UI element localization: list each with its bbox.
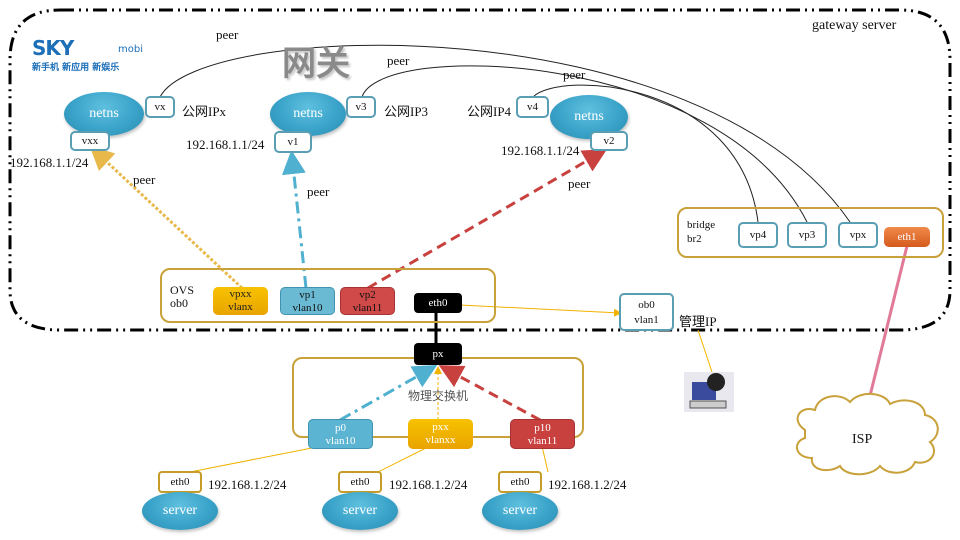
bridge-label-line2: br2 (687, 233, 702, 245)
mgmt-port-vlan: vlan1 (634, 314, 659, 326)
netns-2-public-ip: 公网IP3 (384, 104, 429, 119)
server-2[interactable]: server (322, 492, 398, 530)
peer-label: peer (307, 184, 330, 199)
link-p10-px (438, 365, 541, 422)
gateway-server-border (8, 8, 952, 332)
port-name: p0 (335, 422, 346, 434)
page-title: 网关 (282, 44, 350, 84)
netns-1-port-in[interactable]: vxx (70, 131, 110, 151)
bridge-br2 (677, 207, 944, 258)
server-1-nic[interactable]: eth0 (158, 471, 202, 493)
link-eth1-isp (864, 245, 909, 413)
port-vlan: vlanx (228, 301, 253, 313)
netns-3-port-out[interactable]: v4 (516, 96, 549, 118)
bridge-label-line1: bridge (687, 219, 716, 231)
server-3-nic[interactable]: eth0 (498, 471, 542, 493)
port-vlan: vlanxx (425, 434, 456, 446)
mgmt-ip-label: 管理IP (679, 314, 717, 329)
netns-1-public-ip: 公网IPx (182, 104, 227, 119)
port-name: p10 (534, 422, 551, 434)
port-name: pxx (432, 421, 449, 433)
admin-computer-icon (684, 372, 734, 412)
port-name: vp2 (359, 289, 376, 301)
gateway-server-label: gateway server (812, 18, 897, 33)
netns-2-port-out[interactable]: v3 (346, 96, 376, 118)
server-1-ip: 192.168.1.2/24 (208, 477, 287, 492)
peer-link-vx-vpx (159, 44, 851, 223)
netns-2[interactable]: netns (270, 92, 346, 136)
peer-label: peer (216, 27, 239, 42)
ovs-ob0 (160, 268, 496, 323)
link-eth0-ob0 (459, 304, 622, 317)
isp-label: ISP (852, 432, 873, 447)
server-1[interactable]: server (142, 492, 218, 530)
netns-1-private-ip: 192.168.1.1/24 (10, 155, 89, 170)
netns-1[interactable]: netns (64, 92, 144, 136)
ovs-label-line2: ob0 (170, 296, 188, 310)
netns-3-port-in[interactable]: v2 (590, 131, 628, 151)
port-vlan: vlan10 (292, 302, 323, 314)
netns-2-private-ip: 192.168.1.1/24 (186, 137, 265, 152)
port-name: vp1 (299, 289, 316, 301)
peer-link-v2-vp2 (367, 148, 608, 290)
server-2-ip: 192.168.1.2/24 (389, 477, 468, 492)
bridge-port-vp3[interactable]: vp3 (787, 222, 827, 248)
logo-brand: SKY (32, 36, 74, 60)
bridge-label: bridge br2 (687, 218, 715, 246)
peer-link-v4-vp4 (532, 84, 759, 223)
peer-link-vxx-vpxx (89, 145, 244, 290)
peer-link-v1-vp1 (281, 150, 308, 289)
netns-3-private-ip: 192.168.1.1/24 (501, 143, 580, 158)
link-p0-px (339, 365, 438, 422)
port-vlan: vlan10 (325, 435, 356, 447)
peer-label: peer (563, 67, 586, 82)
server-2-nic[interactable]: eth0 (338, 471, 382, 493)
switch-uplink-px[interactable]: px (414, 343, 462, 365)
netns-2-port-in[interactable]: v1 (274, 131, 312, 153)
switch-label: 物理交换机 (408, 389, 469, 403)
logo-tagline: 新手机 新应用 新娱乐 (32, 63, 120, 73)
bridge-port-vpx[interactable]: vpx (838, 222, 878, 248)
mgmt-port-name: ob0 (638, 299, 655, 311)
peer-link-v3-vp3 (361, 65, 808, 223)
mgmt-port-ob0[interactable]: ob0 vlan1 (619, 293, 674, 331)
peer-label: peer (133, 172, 156, 187)
bridge-port-vp4[interactable]: vp4 (738, 222, 778, 248)
link-pxx-server2 (377, 445, 431, 473)
port-vlan: vlan11 (527, 435, 558, 447)
server-3[interactable]: server (482, 492, 558, 530)
port-name: vpxx (229, 288, 252, 300)
port-vlan: vlan11 (352, 302, 383, 314)
isp-cloud (796, 393, 939, 476)
server-3-ip: 192.168.1.2/24 (548, 477, 627, 492)
bridge-uplink-eth1[interactable]: eth1 (884, 227, 930, 247)
netns-3-public-ip: 公网IP4 (467, 104, 512, 119)
peer-label: peer (568, 176, 591, 191)
netns-1-port-out[interactable]: vx (145, 96, 175, 118)
link-p10-server3 (541, 445, 549, 473)
peer-label: peer (387, 53, 410, 68)
ovs-label-line1: OVS (170, 283, 195, 297)
logo-suffix: mobi (118, 44, 143, 55)
ovs-uplink-eth0[interactable]: eth0 (414, 293, 462, 313)
link-p0-server1 (189, 445, 323, 473)
link-mgmt-pc (697, 329, 713, 373)
